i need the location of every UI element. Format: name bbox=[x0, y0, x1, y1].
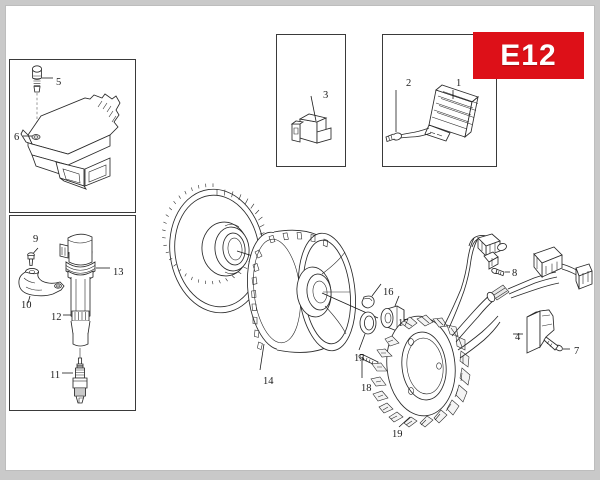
callout-19: 19 bbox=[392, 429, 403, 440]
parts-illustration bbox=[18, 65, 593, 428]
callout-17: 17 bbox=[398, 318, 409, 329]
starter-ring-gear-art bbox=[162, 183, 279, 314]
callout-3: 3 bbox=[323, 90, 329, 101]
rotor-hardware-art bbox=[358, 283, 405, 378]
callout-15: 15 bbox=[354, 353, 365, 364]
regulator-panel bbox=[382, 34, 497, 167]
callout-4: 4 bbox=[515, 332, 521, 343]
callout-18: 18 bbox=[361, 383, 372, 394]
cdi-unit-panel bbox=[9, 59, 136, 213]
cdi-igniter-unit-art bbox=[20, 65, 121, 190]
callout-14: 14 bbox=[263, 376, 274, 387]
relay-panel bbox=[276, 34, 346, 167]
rotor-trigger-slots bbox=[251, 232, 329, 351]
starter-relay-art bbox=[290, 95, 332, 144]
wiring-harness-art bbox=[443, 233, 593, 359]
stator-assembly-art bbox=[370, 314, 471, 428]
callout-10: 10 bbox=[21, 300, 32, 311]
callout-6: 6 bbox=[14, 132, 20, 143]
ignition-coil-panel bbox=[9, 215, 136, 411]
callout-8: 8 bbox=[512, 268, 518, 279]
diagram-code-badge: E12 bbox=[473, 32, 584, 79]
callout-12: 12 bbox=[51, 312, 62, 323]
callout-7: 7 bbox=[574, 346, 580, 357]
voltage-regulator-art bbox=[385, 84, 479, 143]
callout-11: 11 bbox=[50, 370, 61, 381]
callout-5: 5 bbox=[56, 77, 62, 88]
callout-16: 16 bbox=[383, 287, 394, 298]
diagram-page: E12 bbox=[6, 6, 594, 470]
callout-1: 1 bbox=[456, 78, 462, 89]
ignition-coil-art bbox=[18, 233, 110, 404]
callout-2: 2 bbox=[406, 78, 412, 89]
flywheel-rotor-art bbox=[247, 229, 379, 371]
callout-13: 13 bbox=[113, 267, 124, 278]
callout-9: 9 bbox=[33, 234, 39, 245]
